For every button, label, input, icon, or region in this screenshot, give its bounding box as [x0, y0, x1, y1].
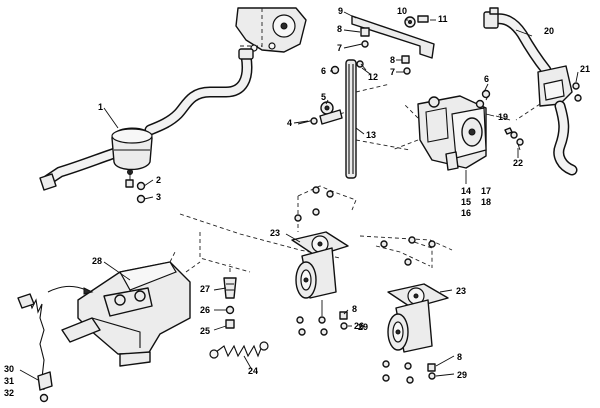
- filter-housing-1: [39, 127, 153, 204]
- callout-8-top: 8: [337, 24, 342, 34]
- callout-8-caster-lower: 8: [457, 352, 462, 362]
- callout-7-left: 7: [337, 43, 342, 53]
- pulley-5-and-screw-4: [297, 101, 347, 125]
- callout-26-bolt: 26: [200, 305, 210, 315]
- callout-7-right: 7: [390, 67, 395, 77]
- callout-17: 17: [481, 186, 491, 196]
- leader-lines: [19, 11, 579, 381]
- callout-8-mid: 8: [390, 55, 395, 65]
- hose-20: [483, 7, 552, 76]
- callout-23-upper: 23: [270, 228, 280, 238]
- callout-6-right: 6: [484, 74, 489, 84]
- fasteners-6-7-8-12: [330, 27, 411, 75]
- callout-31: 31: [4, 376, 14, 386]
- callout-3: 3: [156, 192, 161, 202]
- callout-23-lower: 23: [456, 286, 466, 296]
- callout-19: 19: [498, 112, 508, 122]
- callout-10: 10: [397, 6, 407, 16]
- callout-29-lower: 29: [457, 370, 467, 380]
- bolt-27-washer-26-nut-25: [223, 264, 237, 329]
- callout-18: 18: [481, 197, 491, 207]
- belt-13: [345, 59, 411, 179]
- drain-hose-1: [144, 48, 254, 136]
- mounting-bracket-9: [351, 15, 435, 59]
- caster-23-upper: [291, 231, 349, 336]
- callout-2: 2: [156, 175, 161, 185]
- callout-26-caster: 26: [354, 321, 364, 331]
- callout-11: 11: [438, 14, 448, 24]
- callout-30: 30: [4, 364, 14, 374]
- callout-25: 25: [200, 326, 210, 336]
- callout-9: 9: [338, 6, 343, 16]
- callout-20: 20: [544, 26, 554, 36]
- frame-outline-dashed: [179, 185, 453, 273]
- callout-8-caster-upper: 8: [352, 304, 357, 314]
- callout-12: 12: [368, 72, 378, 82]
- pump-assembly-14: [391, 89, 518, 184]
- spring-24: [209, 341, 269, 359]
- callout-22: 22: [513, 158, 523, 168]
- callout-24: 24: [248, 366, 258, 376]
- callout-15: 15: [461, 197, 471, 207]
- motor-base-28: [47, 249, 201, 367]
- callout-21: 21: [580, 64, 590, 74]
- callout-1: 1: [98, 102, 103, 112]
- callout-27: 27: [200, 284, 210, 294]
- callout-29-upper: 29: [358, 322, 368, 332]
- upper-motor-bracket: [235, 7, 307, 53]
- callout-28: 28: [92, 256, 102, 266]
- caster-23-lower: [382, 283, 449, 384]
- callout-4: 4: [287, 118, 292, 128]
- cable-assembly-30: [17, 293, 53, 403]
- callout-16: 16: [461, 208, 471, 218]
- callout-6-left: 6: [321, 66, 326, 76]
- callout-32: 32: [4, 388, 14, 398]
- callout-labels: 1 2 3 4 5 6 6 7 7 8 8 8 8 9 10 11 12 13 …: [4, 6, 590, 398]
- callout-5: 5: [321, 92, 326, 102]
- callout-14: 14: [461, 186, 471, 196]
- valve-21: [515, 65, 582, 176]
- callout-13: 13: [366, 130, 376, 140]
